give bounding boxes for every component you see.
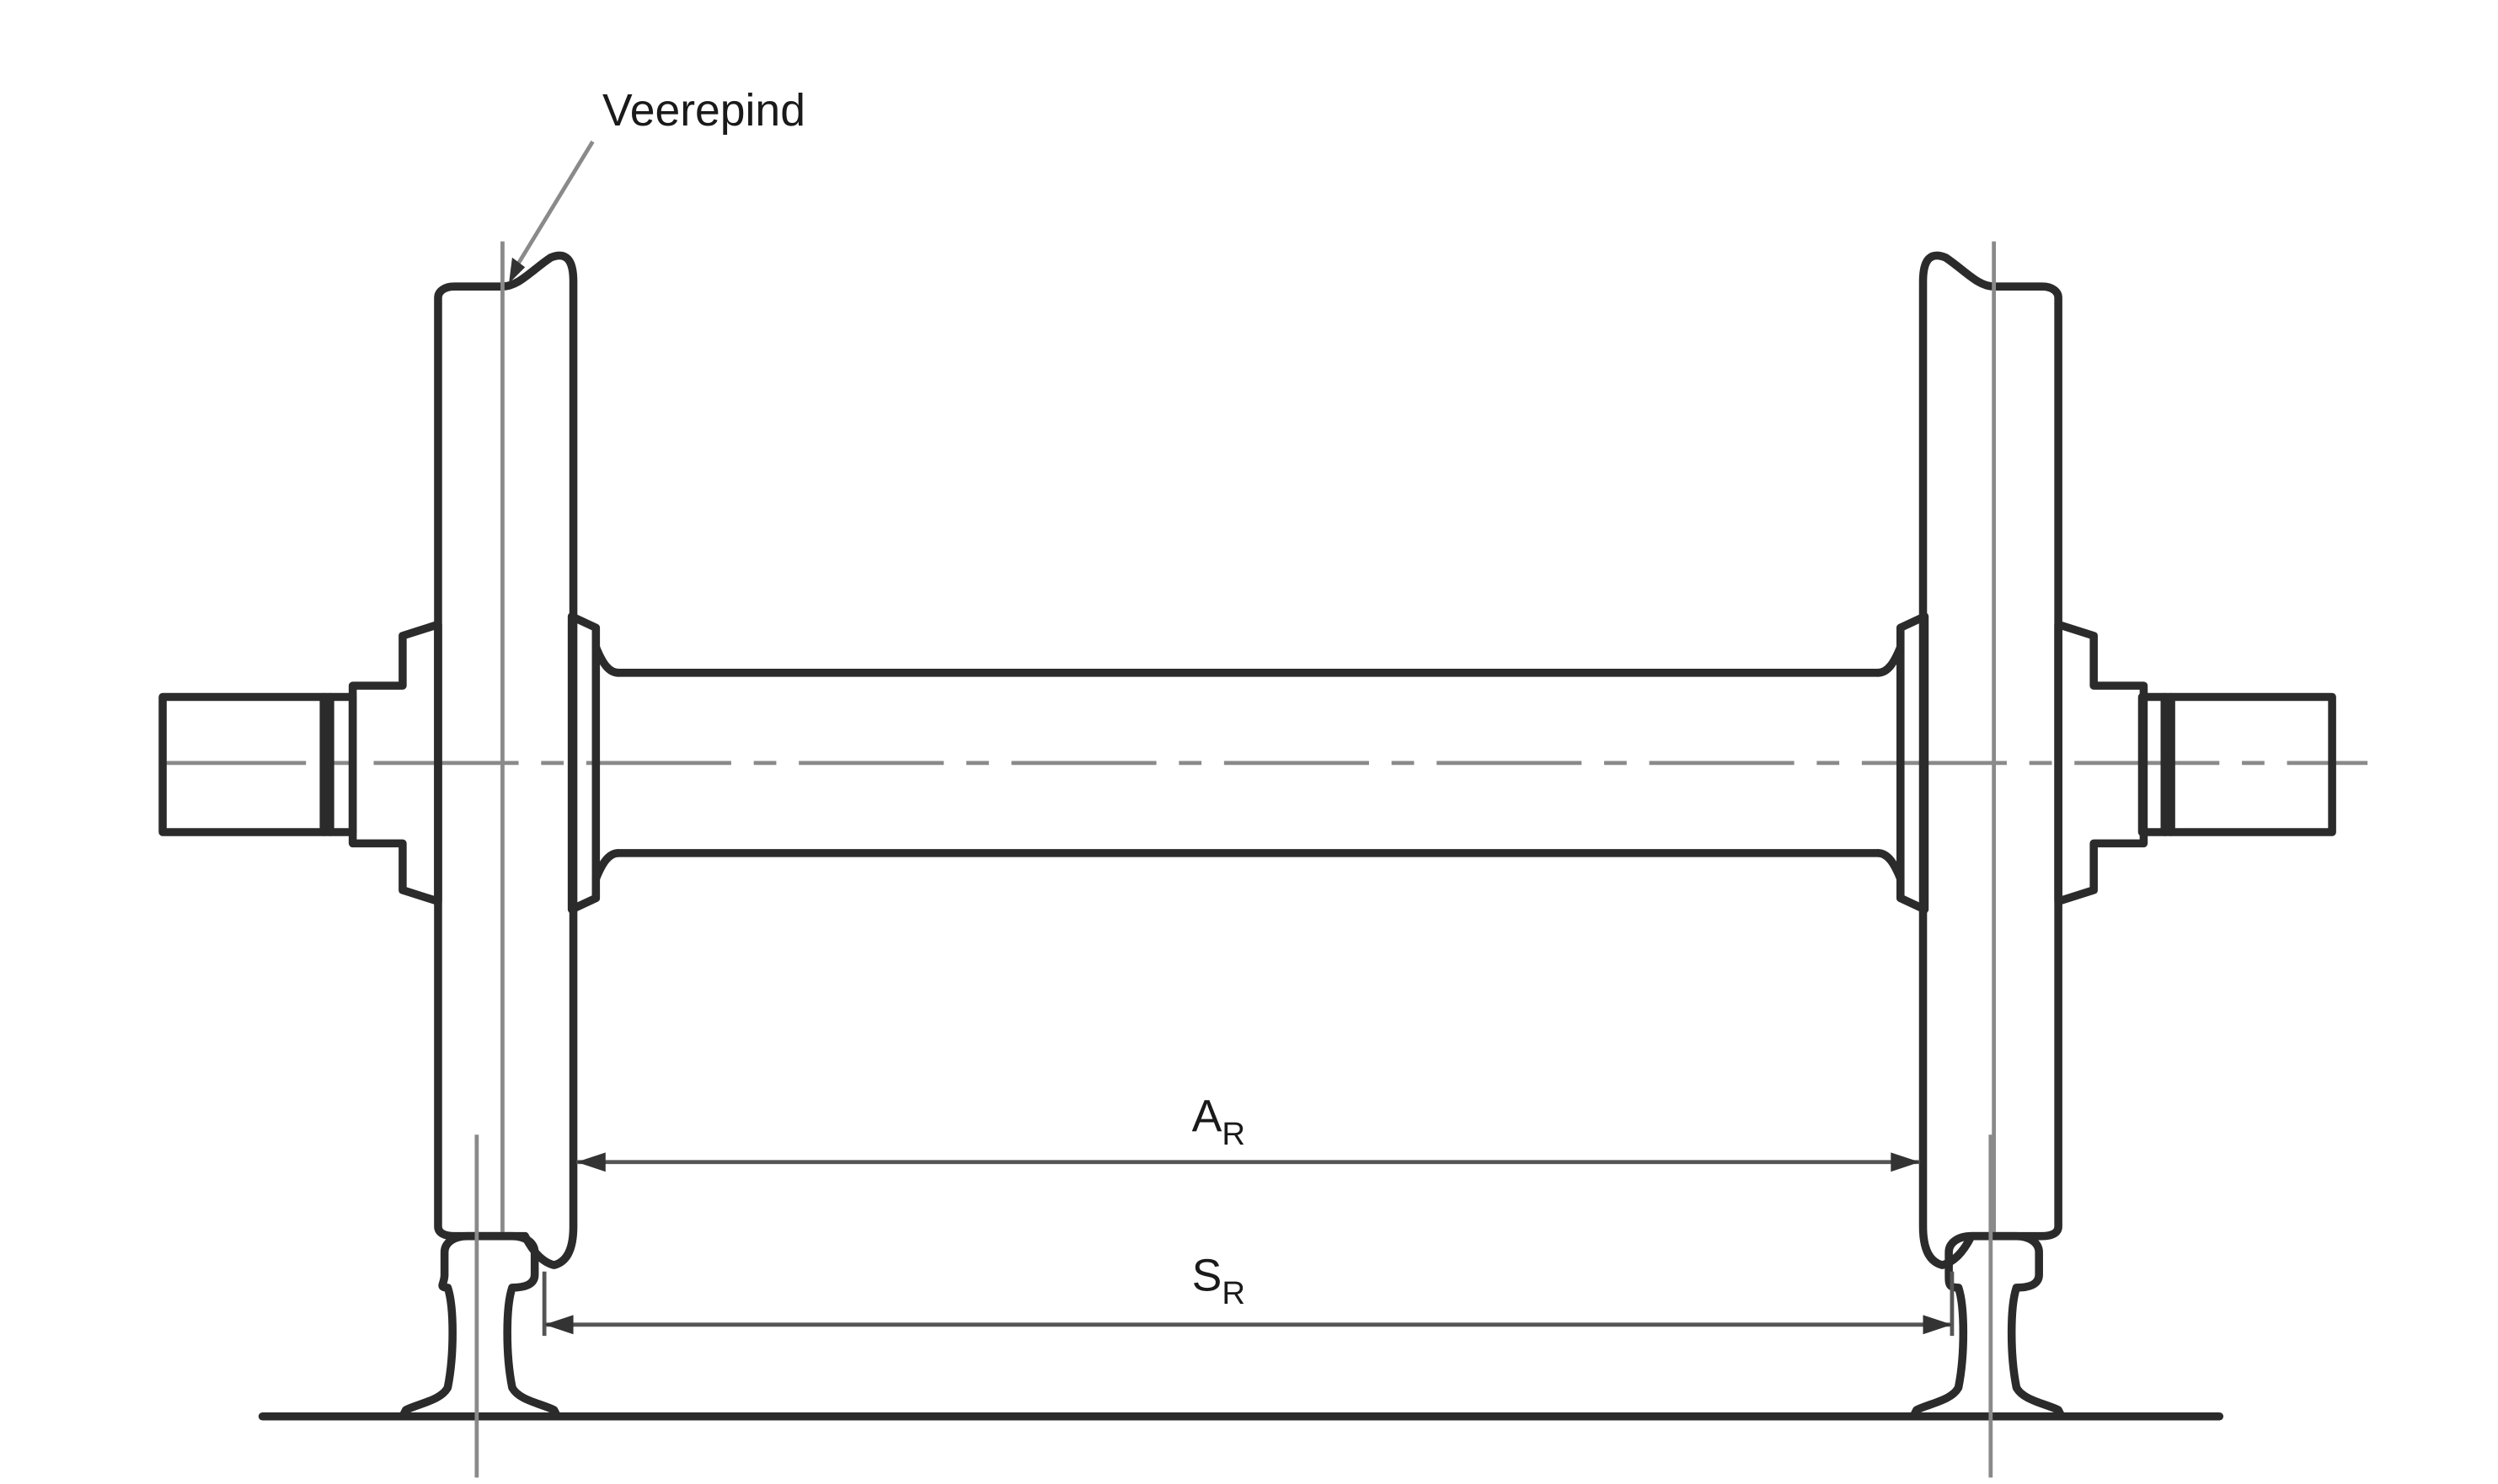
left-wheel bbox=[434, 241, 578, 1269]
dimension-s-r bbox=[542, 1271, 1955, 1337]
axle-body bbox=[591, 643, 1905, 883]
s-r-label: SR bbox=[1192, 1252, 1245, 1311]
a-r-main: A bbox=[1192, 1092, 1222, 1141]
a-r-label: AR bbox=[1192, 1092, 1245, 1151]
flange-tip-label: Veerepind bbox=[602, 86, 805, 136]
a-r-subscript: R bbox=[1222, 1116, 1245, 1152]
left-journal bbox=[158, 692, 357, 836]
right-wheel bbox=[1918, 241, 2062, 1269]
dimension-a-r bbox=[576, 1152, 1920, 1172]
right-rail bbox=[1909, 1134, 2066, 1478]
s-r-main: S bbox=[1192, 1252, 1222, 1301]
left-rail bbox=[399, 1134, 562, 1478]
flange-tip-leader-arrow bbox=[509, 257, 526, 284]
flange-tip-leader bbox=[510, 140, 595, 275]
s-r-subscript: R bbox=[1222, 1275, 1245, 1311]
